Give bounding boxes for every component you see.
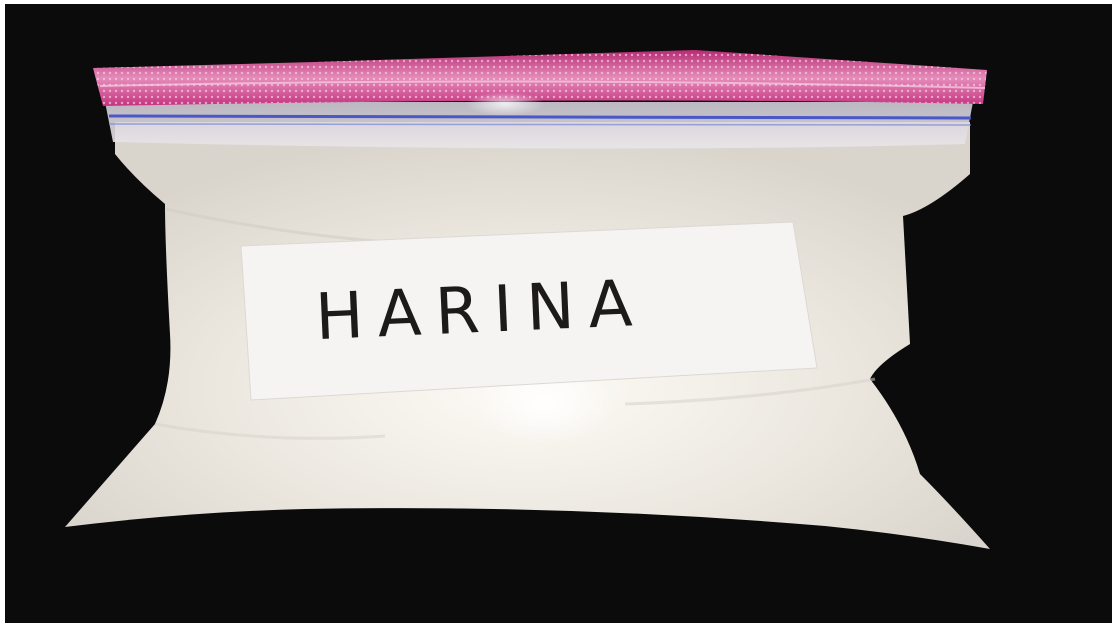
photo-illustration: HARINA [5,4,1112,623]
zip-blue-line [108,114,972,120]
paper-label: HARINA [240,221,818,401]
label-text: HARINA [314,267,648,355]
bag-clear-band [105,102,973,149]
photo: HARINA [5,4,1112,623]
